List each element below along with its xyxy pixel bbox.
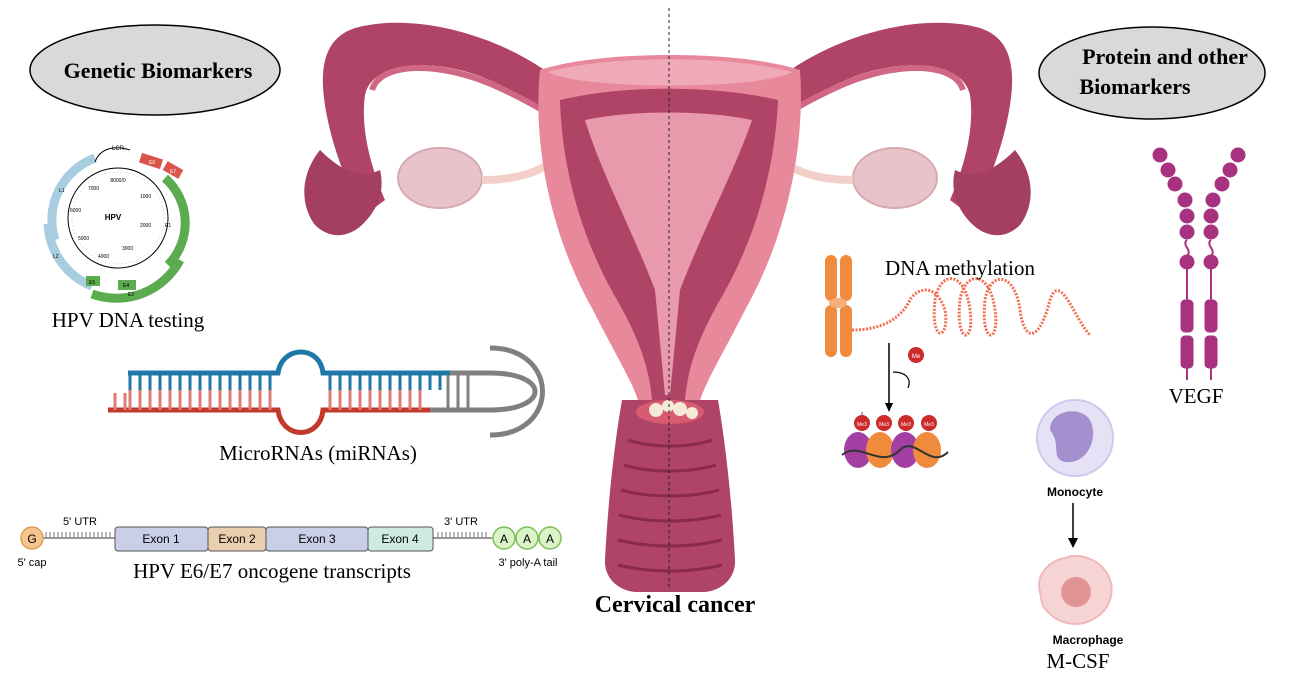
protein-section-title-line2: Biomarkers [1079, 74, 1191, 99]
left-ovary [398, 148, 482, 208]
vegf-caption: VEGF [1169, 384, 1224, 408]
methyl-transfer-curve [893, 372, 909, 388]
methylation-caption: DNA methylation [885, 256, 1035, 280]
nucleosome-row [842, 432, 948, 468]
right-ovarian-ligament [787, 165, 853, 180]
mirna-bottom-strand [108, 410, 430, 433]
hpv-center-label: HPV [105, 213, 122, 222]
hpv-tick-0: 8000/0 [110, 178, 126, 184]
polya-a1-letter: A [500, 532, 508, 546]
me3-label-4: Me3 [924, 422, 934, 428]
polya-label: 3' poly-A tail [499, 557, 558, 569]
hpv-tick-5000: 5000 [78, 236, 89, 242]
vegf-receptor [1153, 148, 1245, 380]
me3-label-3: Me3 [901, 422, 911, 428]
hpv-label-e7: E7 [170, 169, 176, 175]
uterus-illustration [304, 8, 1030, 592]
hpv-tick-2000: 2000 [140, 223, 151, 229]
mrna-utr5-label: 5' UTR [63, 516, 97, 528]
dna-coil [852, 279, 1090, 336]
protein-section-badge [1039, 27, 1265, 119]
mirna-loop [430, 373, 535, 410]
right-ovary [853, 148, 937, 208]
hpv-tick-3000: 3000 [122, 246, 133, 252]
exon-2-label: Exon 2 [218, 532, 256, 546]
hpv-tick-6000: 6000 [70, 208, 81, 214]
mirna-caption: MicroRNAs (miRNAs) [219, 441, 417, 465]
mrna-5cap-label: 5' cap [17, 557, 46, 569]
macrophage-cell [1039, 556, 1112, 624]
monocyte-cell [1037, 400, 1113, 476]
mirna-top-strand [128, 352, 455, 373]
center-title: Cervical cancer [595, 592, 756, 618]
monocyte-label: Monocyte [1047, 485, 1103, 499]
mirna-base-pairs [115, 373, 468, 410]
polya-a3-letter: A [546, 532, 554, 546]
hpv-label-l2: L2 [53, 254, 59, 260]
me3-label-2: Me3 [879, 422, 889, 428]
hpv-lcr-label: LCR [112, 146, 125, 152]
hpv-label-l1: L1 [59, 188, 65, 194]
hpv-label-e2: E2 [128, 292, 134, 298]
hpv-gene-l1-arc [52, 158, 95, 240]
hpv-tick-1000: 1000 [140, 194, 151, 200]
me3-markers: Me3 Me3 Me3 Me3 [854, 412, 937, 431]
utr3-comb [438, 532, 486, 538]
mrna-utr3-label: 3' UTR [444, 516, 478, 528]
hpv-label-e5: E5 [89, 280, 95, 286]
hpv-genome-map: LCR HPV E6 E7 E1 E2 E4 E5 L2 L1 8000/0 1… [48, 146, 185, 298]
hpv-gene-e2-arc [92, 260, 180, 298]
hpv-label-e1: E1 [165, 223, 171, 229]
macrophage-label: Macrophage [1053, 633, 1124, 647]
methyl-group-label: Me [912, 354, 921, 360]
hpv-label-e4: E4 [123, 283, 129, 289]
utr5-comb [46, 532, 110, 538]
me3-label-1: Me3 [857, 422, 867, 428]
mirna-hairpin [108, 348, 543, 435]
hpv-tick-7000: 7000 [88, 186, 99, 192]
hpv-tick-4000: 4000 [98, 254, 109, 260]
transcript-caption: HPV E6/E7 oncogene transcripts [133, 559, 411, 583]
polya-a2-letter: A [523, 532, 531, 546]
chromosome-icon [825, 255, 852, 357]
genetic-section-title: Genetic Biomarkers [64, 58, 253, 83]
exon-1-label: Exon 1 [142, 532, 180, 546]
differentiation-arrowhead [1068, 538, 1078, 548]
left-ovarian-ligament [482, 165, 548, 180]
protein-section-title-line1: Protein and other [1082, 44, 1248, 69]
cervical-tumor [636, 400, 704, 424]
hpv-label-e6: E6 [149, 160, 155, 166]
mcsf-caption: M-CSF [1046, 649, 1109, 673]
mrna-5cap-letter: G [27, 532, 36, 546]
exon-4-label: Exon 4 [381, 532, 419, 546]
hpv-dna-caption: HPV DNA testing [52, 308, 205, 332]
exon-3-label: Exon 3 [298, 532, 336, 546]
methylation-arrowhead [885, 403, 893, 412]
